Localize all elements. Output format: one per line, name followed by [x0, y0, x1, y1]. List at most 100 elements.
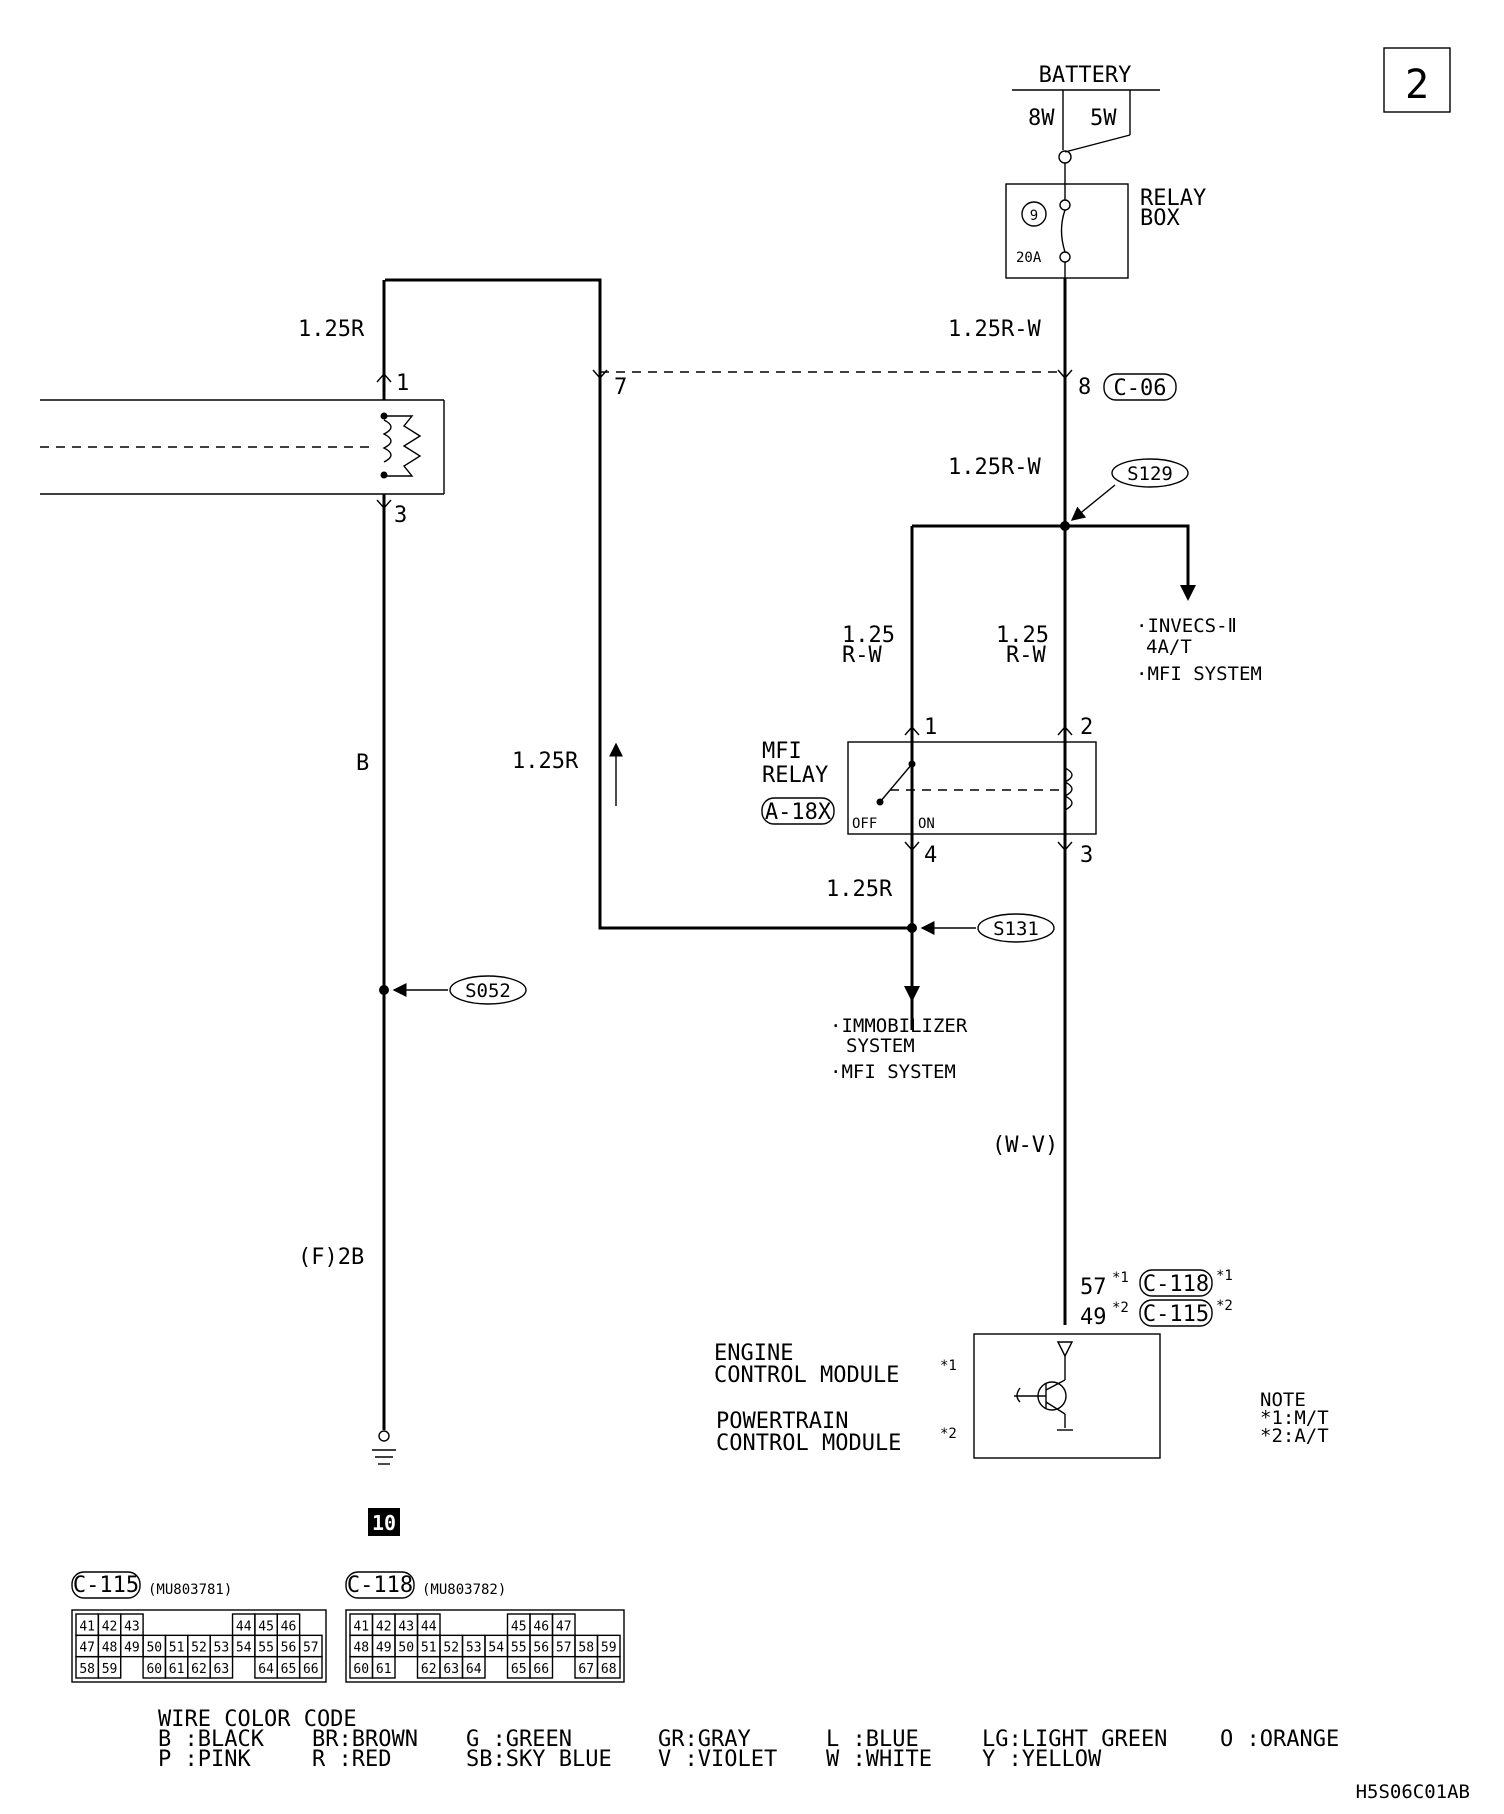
wire-color-entry: G :GREEN [466, 1727, 572, 1752]
svg-text:(MU803782): (MU803782) [422, 1582, 506, 1598]
pin-number: 46 [281, 1619, 297, 1634]
pin-number: 42 [376, 1619, 392, 1634]
fuse-number: 9 [1030, 208, 1038, 224]
battery: BATTERY 8W 5W [1012, 63, 1160, 164]
pin-number: 56 [281, 1641, 297, 1656]
connector-c118: C-118 [1139, 1269, 1213, 1297]
pin-number: 64 [258, 1662, 274, 1677]
page-number: 2 [1405, 62, 1429, 108]
relay-pin-4: 4 [924, 843, 937, 868]
svg-text:(MU803781): (MU803781) [148, 1582, 232, 1598]
invecs-line1: ·INVECS-Ⅱ [1136, 615, 1237, 637]
pin-number: 59 [601, 1641, 617, 1656]
pin-number: 54 [236, 1641, 252, 1656]
immobilizer-line3: ·MFI SYSTEM [830, 1061, 956, 1083]
battery-wire-5w: 5W [1090, 106, 1117, 131]
connector-c115-label: C-115 (MU803781) [71, 1571, 232, 1599]
splice-s131: S131 [907, 913, 1055, 943]
pin-cell [371, 1655, 396, 1679]
relay-pin-3: 3 [1080, 843, 1093, 868]
ecm-label-note: *1 [940, 1358, 957, 1374]
left-pin-1: 1 [396, 371, 409, 396]
ground-number: 10 [372, 1511, 396, 1535]
wire-label-right-top: 1.25R-W [948, 317, 1041, 342]
pcm-label-note: *2 [940, 1426, 957, 1442]
battery-wire-8w: 8W [1028, 106, 1055, 131]
pin-number: 63 [443, 1662, 459, 1677]
pin-number: 57 [556, 1641, 572, 1656]
invecs-line2: 4A/T [1146, 636, 1192, 658]
wire-label-relay-left-1: 1.25 [842, 623, 895, 648]
mfi-relay: 1 2 OFF ON 4 3 [847, 715, 1097, 868]
mfi-relay-label-2: RELAY [762, 763, 828, 788]
relay-pin-1: 1 [924, 715, 937, 740]
wire-label-relay-right-1: 1.25 [996, 623, 1049, 648]
pcm-label-2: CONTROL MODULE [716, 1431, 901, 1456]
c115-note: *2 [1216, 1298, 1233, 1314]
wire-label-right-mid: 1.25R-W [948, 455, 1041, 480]
pin-number: 64 [466, 1662, 482, 1677]
pin-number: 51 [421, 1641, 437, 1656]
ground-symbol: 10 [368, 1430, 400, 1536]
pin-number: 48 [353, 1641, 369, 1656]
pin-number: 50 [146, 1641, 162, 1656]
pin-number: 59 [102, 1662, 118, 1677]
pin-number: 45 [511, 1619, 527, 1634]
wire-color-entry: L :BLUE [826, 1727, 919, 1752]
pin-number: 42 [102, 1619, 118, 1634]
wire-color-entry: W :WHITE [826, 1747, 932, 1772]
page-number-box: 2 [1383, 47, 1451, 113]
pin-number: 48 [102, 1641, 118, 1656]
pin-cell [209, 1655, 234, 1679]
wire-to-invecs [912, 524, 1190, 590]
pin-cell [461, 1655, 486, 1679]
wire-color-entry: O :ORANGE [1220, 1727, 1339, 1752]
svg-text:S052: S052 [465, 980, 511, 1002]
relay-off: OFF [852, 816, 877, 832]
pin-number: 58 [79, 1662, 95, 1677]
fuse-rating: 20A [1016, 250, 1042, 266]
pin-number: 47 [556, 1619, 572, 1634]
wire-color-entry: Y :YELLOW [982, 1747, 1102, 1772]
ecm-label-1: ENGINE [714, 1341, 793, 1366]
wire-color-entry: BR:BROWN [312, 1727, 418, 1752]
pcm-label-1: POWERTRAIN [716, 1409, 848, 1434]
pin-number: 52 [191, 1641, 207, 1656]
battery-label: BATTERY [1039, 63, 1132, 88]
relay-box-label-2: BOX [1140, 206, 1180, 231]
mfi-relay-label-1: MFI [762, 739, 802, 764]
pin-number: 61 [169, 1662, 185, 1677]
pin-number: 60 [146, 1662, 162, 1677]
pin-number: 55 [258, 1641, 274, 1656]
ecm-pin-57-note: *1 [1112, 1270, 1129, 1286]
pin-number: 51 [169, 1641, 185, 1656]
pin-number: 50 [398, 1641, 414, 1656]
pin-number: 43 [398, 1619, 414, 1634]
pin-cell [97, 1655, 122, 1679]
pin-number: 54 [488, 1641, 504, 1656]
svg-text:S129: S129 [1127, 463, 1173, 485]
connector-c118-label: C-118 (MU803782) [345, 1571, 506, 1599]
svg-text:C-115: C-115 [73, 1573, 139, 1598]
engine-control-module-box [973, 1333, 1161, 1459]
pin-number: 57 [303, 1641, 319, 1656]
ecm-label-2: CONTROL MODULE [714, 1363, 899, 1388]
pin-number: 43 [124, 1619, 140, 1634]
splice-s052: S052 [379, 975, 527, 1005]
immobilizer-line2: SYSTEM [846, 1035, 915, 1057]
ecm-pin-49: 49 [1080, 1305, 1107, 1330]
c118-note: *1 [1216, 1268, 1233, 1284]
wire-color-code-title: WIRE COLOR CODE [158, 1707, 357, 1732]
pin-number: 62 [191, 1662, 207, 1677]
wire-color-entry: P :PINK [158, 1747, 251, 1772]
wire-label-left-top: 1.25R [298, 317, 365, 342]
pin-number: 49 [124, 1641, 140, 1656]
pin-number: 47 [79, 1641, 95, 1656]
wire-label-left-b: B [356, 751, 369, 776]
pin-number: 46 [533, 1619, 549, 1634]
pin-number: 55 [511, 1641, 527, 1656]
left-coil-component: 1 3 [40, 371, 445, 528]
